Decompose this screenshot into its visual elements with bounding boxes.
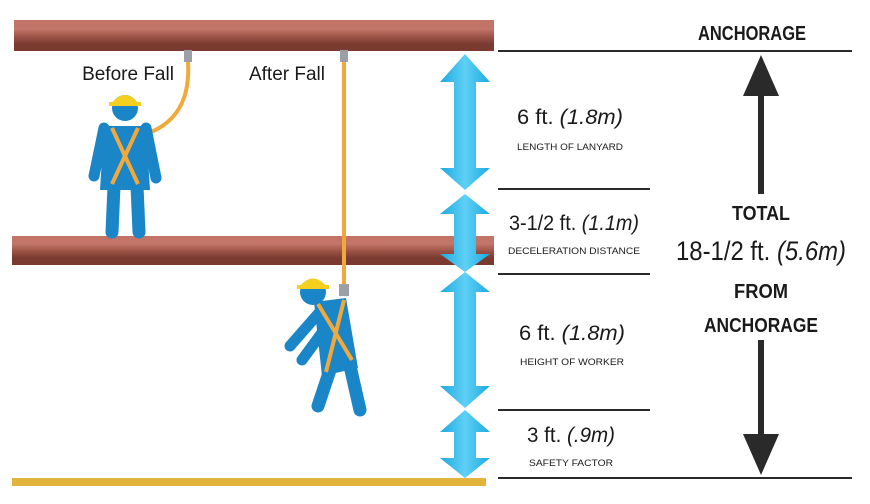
total-line4: ANCHORAGE	[704, 315, 818, 337]
total-metric: (5.6m)	[777, 236, 846, 266]
anchorage-label: ANCHORAGE	[698, 23, 806, 45]
worker-after-fall	[284, 50, 367, 417]
after-fall-label: After Fall	[249, 64, 325, 85]
svg-text:3-1/2 ft. (1.1m): 3-1/2 ft. (1.1m)	[509, 212, 639, 235]
segment-worker-height-metric: (1.8m)	[562, 322, 625, 345]
segment-lanyard-caption: LENGTH OF LANYARD	[517, 142, 624, 152]
segment-safety-metric: (.9m)	[567, 424, 615, 447]
arrow-lanyard	[440, 54, 490, 190]
worker-before-fall	[88, 50, 192, 239]
segment-lanyard: 6 ft. (1.8m) LENGTH OF LANYARD	[517, 106, 624, 152]
svg-text:6 ft. (1.8m): 6 ft. (1.8m)	[519, 322, 625, 345]
segment-worker-height-value: 6 ft.	[519, 322, 556, 345]
total-line1: TOTAL	[732, 203, 790, 225]
total-label: TOTAL 18-1/2 ft. (5.6m) FROM ANCHORAGE	[676, 203, 846, 337]
segment-lanyard-value: 6 ft.	[517, 106, 554, 129]
svg-text:3 ft. (.9m): 3 ft. (.9m)	[527, 424, 615, 447]
ground-line	[12, 478, 486, 486]
separator-lines	[498, 50, 852, 479]
total-dimension-arrow	[743, 55, 779, 475]
segment-arrows	[440, 54, 490, 478]
arrow-worker-height	[440, 272, 490, 408]
before-fall-label: Before Fall	[82, 64, 174, 85]
segment-worker-height-caption: HEIGHT OF WORKER	[520, 357, 625, 367]
segment-safety-caption: SAFETY FACTOR	[529, 458, 614, 468]
svg-text:18-1/2 ft. (5.6m): 18-1/2 ft. (5.6m)	[676, 236, 846, 266]
total-value: 18-1/2 ft.	[676, 236, 770, 266]
segment-lanyard-metric: (1.8m)	[560, 106, 623, 129]
arrow-deceleration	[440, 194, 490, 272]
top-beam	[14, 20, 494, 51]
middle-beam	[12, 236, 494, 265]
segment-safety-value: 3 ft.	[527, 424, 561, 447]
segment-deceleration: 3-1/2 ft. (1.1m) DECELERATION DISTANCE	[508, 212, 640, 256]
segment-safety: 3 ft. (.9m) SAFETY FACTOR	[527, 424, 615, 468]
segment-deceleration-metric: (1.1m)	[582, 212, 639, 235]
total-line3: FROM	[734, 281, 788, 303]
arrow-safety	[440, 410, 490, 478]
segment-deceleration-caption: DECELERATION DISTANCE	[508, 246, 640, 256]
segment-deceleration-value: 3-1/2 ft.	[509, 212, 576, 235]
svg-text:6 ft. (1.8m): 6 ft. (1.8m)	[517, 106, 623, 129]
segment-worker-height: 6 ft. (1.8m) HEIGHT OF WORKER	[519, 322, 625, 367]
